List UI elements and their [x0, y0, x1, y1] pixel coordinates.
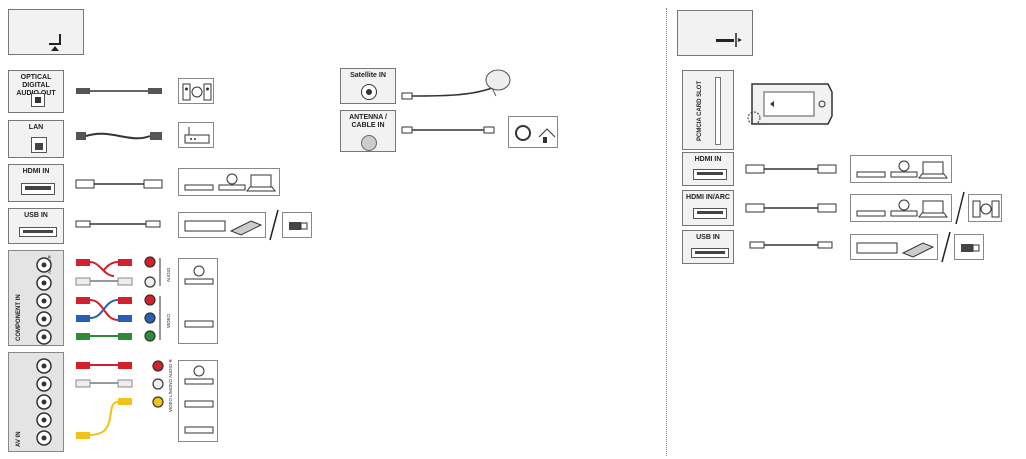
hdmi-arc-jack-icon — [693, 208, 727, 219]
hdmi-arc-label: HDMI IN/ARC — [686, 194, 730, 201]
component-in-panel: COMPONENT IN AUDIO R — [8, 250, 64, 346]
pcmcia-slot-icon — [715, 77, 721, 145]
usb-jack-icon — [19, 227, 57, 237]
optical-port-panel: OPTICAL DIGITAL AUDIO OUT — [8, 70, 64, 113]
hdmi-arc-devices-icon — [850, 194, 952, 222]
av-devices-icon — [178, 360, 218, 442]
hdmi-port-panel-right: HDMI IN — [682, 152, 734, 186]
optical-label: OPTICAL DIGITAL AUDIO OUT — [16, 74, 56, 97]
antenna-label: ANTENNA / CABLE IN — [349, 114, 387, 129]
usb-stick-device-icon — [282, 212, 312, 238]
satellite-jack-icon — [361, 84, 377, 100]
antenna-device-icon — [508, 116, 558, 148]
av-in-panel: AV IN — [8, 352, 64, 452]
hdmi-arc-port-panel: HDMI IN/ARC — [682, 190, 734, 226]
usb-jack-icon-right — [691, 248, 729, 258]
lan-label: LAN — [28, 124, 44, 131]
speaker-device-icon — [178, 78, 214, 104]
hdmi-port-panel: HDMI IN — [8, 164, 64, 202]
lan-port-panel: LAN — [8, 120, 64, 158]
satellite-label: Satellite IN — [350, 72, 386, 79]
antenna-port-panel: ANTENNA / CABLE IN — [340, 110, 396, 152]
lan-jack-icon — [31, 137, 47, 153]
tv-back-icon-right — [677, 10, 753, 56]
usb-label-right: USB IN — [696, 234, 720, 241]
pcmcia-slot-panel: PCMCIA CARD SLOT — [682, 70, 734, 150]
hdmi-jack-icon-right — [693, 169, 727, 180]
hdmi-devices-icon — [178, 168, 280, 196]
section-divider — [666, 8, 667, 456]
satellite-port-panel: Satellite IN — [340, 68, 396, 104]
usb-stick-device-icon-right — [954, 234, 984, 260]
hdmi-devices-icon-right — [850, 155, 952, 183]
antenna-jack-icon — [361, 135, 377, 151]
router-device-icon — [178, 122, 214, 148]
usb-hdd-device-icon-right — [850, 234, 938, 260]
hdmi-jack-icon — [21, 183, 55, 195]
hdmi-label-right: HDMI IN — [694, 156, 722, 163]
usb-hdd-device-icon — [178, 212, 266, 238]
tv-back-icon-left — [8, 9, 84, 55]
usb-label: USB IN — [24, 212, 48, 219]
component-devices-icon — [178, 258, 218, 344]
optical-jack-icon — [31, 93, 45, 107]
speaker-device-icon-right — [968, 194, 1002, 222]
usb-port-panel: USB IN — [8, 208, 64, 244]
usb-port-panel-right: USB IN — [682, 230, 734, 264]
hdmi-label: HDMI IN — [22, 168, 50, 175]
